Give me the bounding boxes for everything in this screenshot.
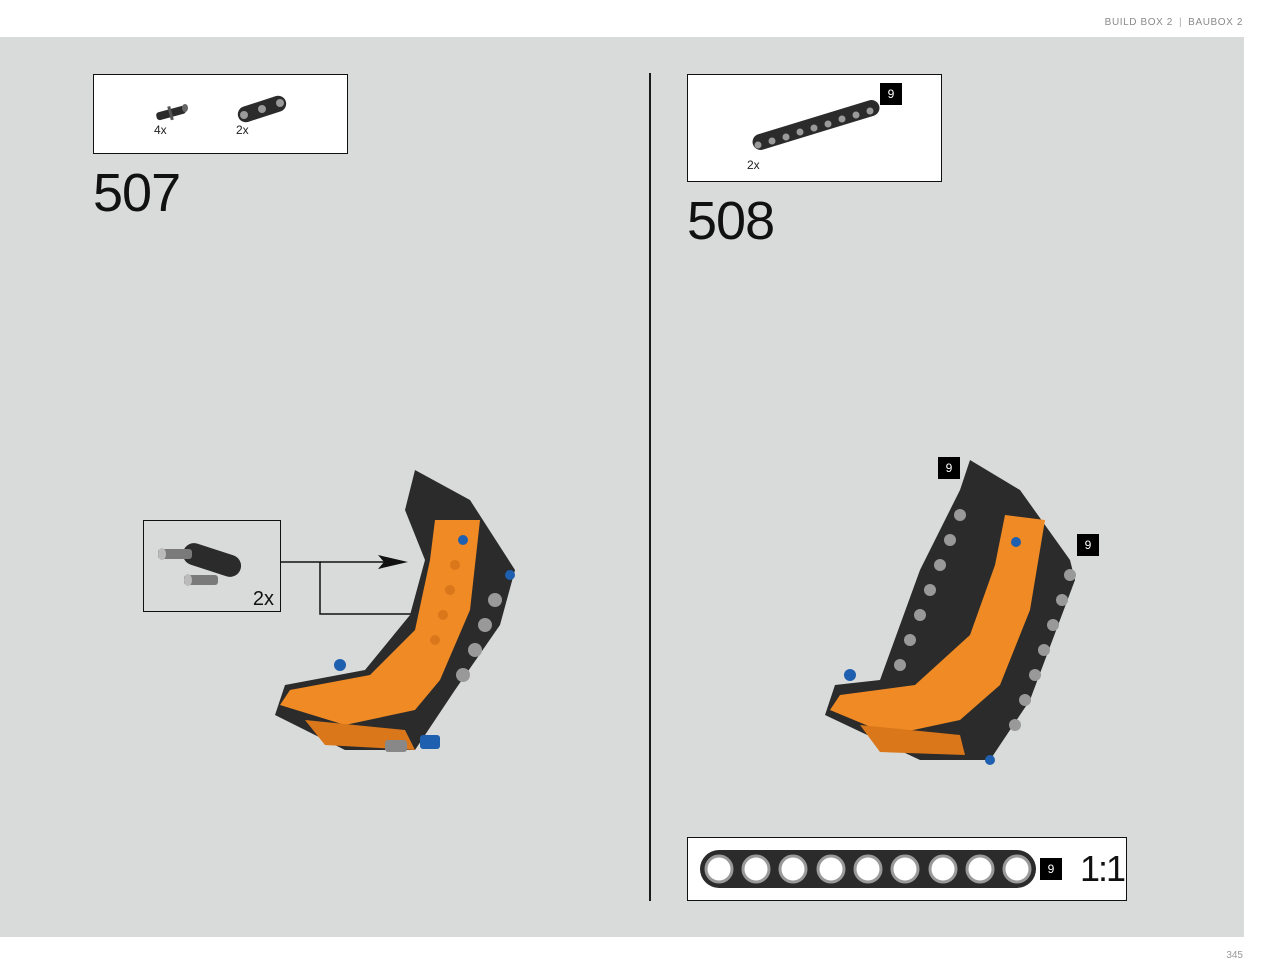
step-divider xyxy=(649,73,651,901)
instruction-page xyxy=(0,37,1244,937)
subassembly-callout: 2x xyxy=(143,520,281,612)
model-badge-right: 9 xyxy=(1077,534,1099,556)
header-separator: | xyxy=(1178,17,1183,28)
model-badge-left: 9 xyxy=(938,457,960,479)
scale-label: 1:1 xyxy=(1080,848,1126,889)
parts-list-508: 2x 9 xyxy=(687,74,942,182)
model-507-illustration xyxy=(275,470,515,752)
header-right: BAUBOX 2 xyxy=(1188,17,1243,28)
parts-list-507: 4x 2x xyxy=(93,74,348,154)
ruler-length-badge: 9 xyxy=(1040,858,1062,880)
scale-ruler: 9 1:1 xyxy=(687,837,1127,901)
callout-qty: 2x xyxy=(252,588,274,610)
model-508-illustration xyxy=(825,460,1076,765)
beam-length-badge: 9 xyxy=(880,83,902,105)
beam-9-icon xyxy=(752,100,880,150)
beam-3-icon xyxy=(237,95,287,123)
header-left: BUILD BOX 2 xyxy=(1104,17,1173,28)
qty-friction-pin: 4x xyxy=(154,123,167,137)
step-number-508: 508 xyxy=(687,191,775,251)
step-number-507: 507 xyxy=(93,163,181,223)
friction-pin-icon xyxy=(156,104,188,121)
page-number: 345 xyxy=(1226,950,1243,961)
pin-beam-subassembly-icon xyxy=(158,543,242,586)
qty-beam-9: 2x xyxy=(747,158,760,172)
page-header: BUILD BOX 2 | BAUBOX 2 xyxy=(1105,17,1243,28)
beam-9-ruler-icon xyxy=(700,850,1036,888)
qty-beam-3: 2x xyxy=(236,123,249,137)
